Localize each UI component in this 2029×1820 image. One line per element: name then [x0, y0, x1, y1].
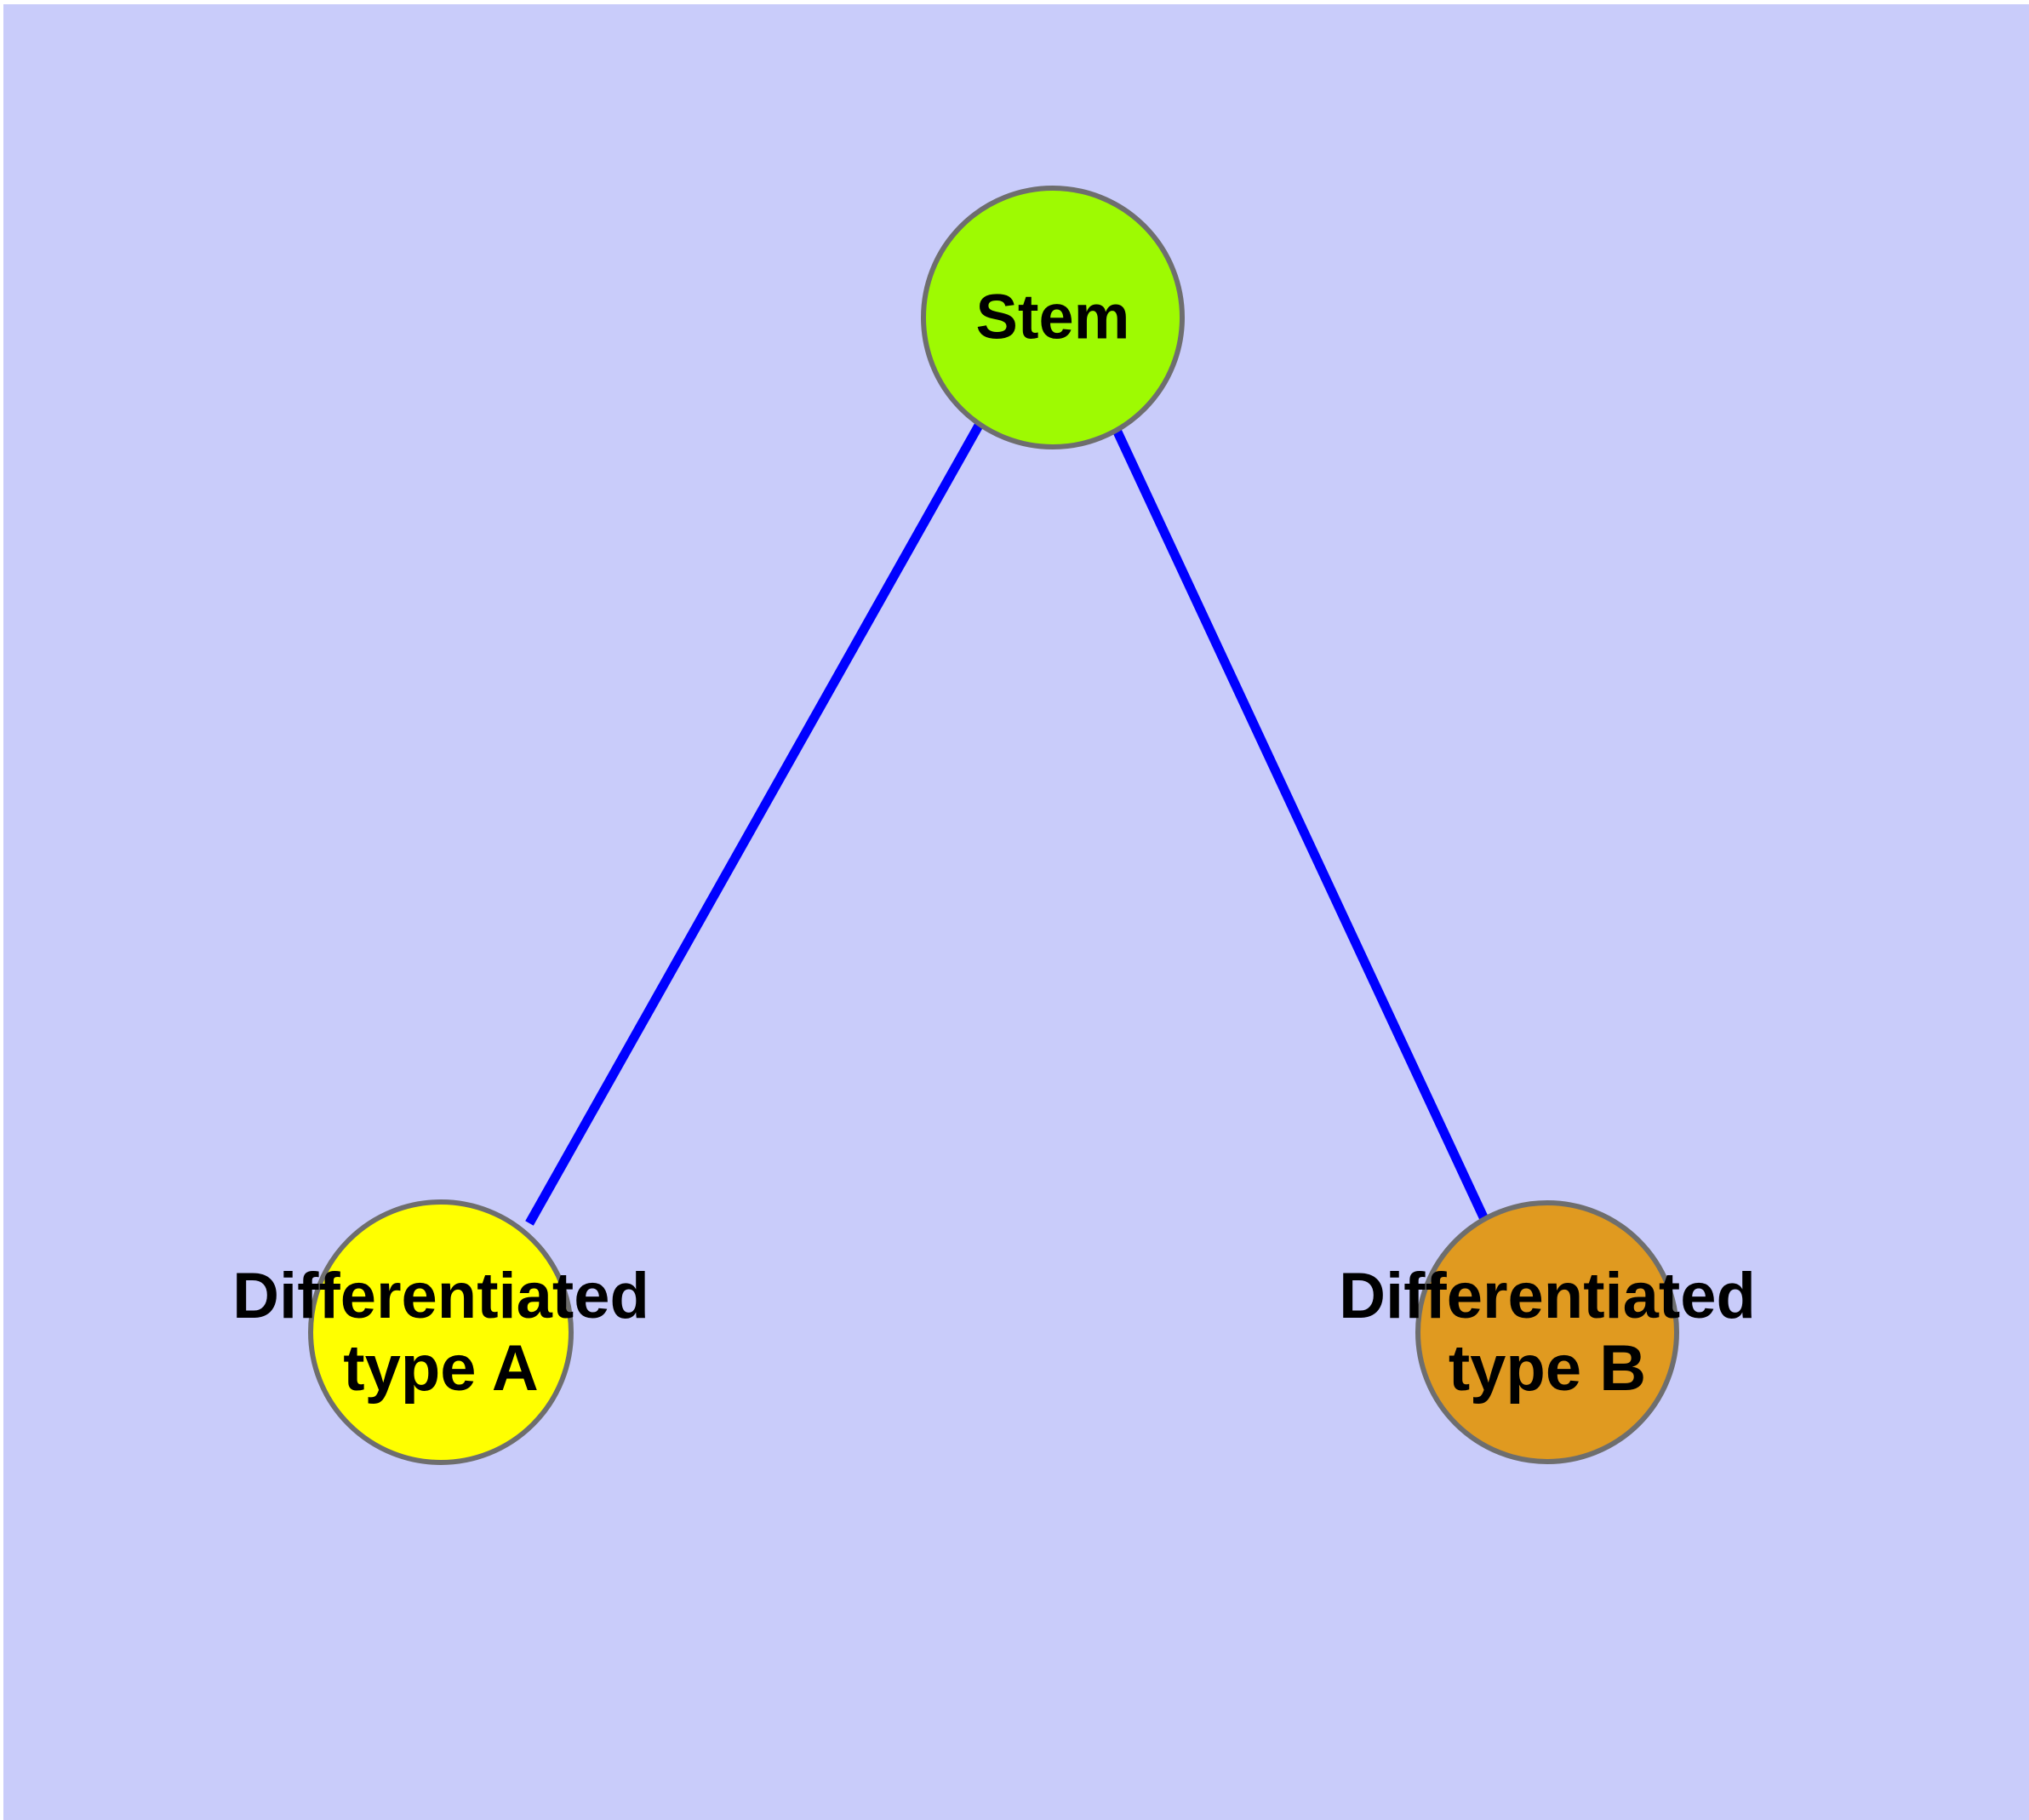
edge-stem-to-differentiated-type-b — [1112, 426, 1489, 1222]
node-differentiated-type-b[interactable] — [1415, 1200, 1679, 1464]
node-stem[interactable] — [921, 186, 1185, 449]
node-differentiated-type-a[interactable] — [308, 1199, 574, 1465]
edge-layer — [525, 421, 1489, 1226]
edge-stem-to-differentiated-type-a — [525, 421, 984, 1226]
node-layer — [308, 186, 1679, 1465]
